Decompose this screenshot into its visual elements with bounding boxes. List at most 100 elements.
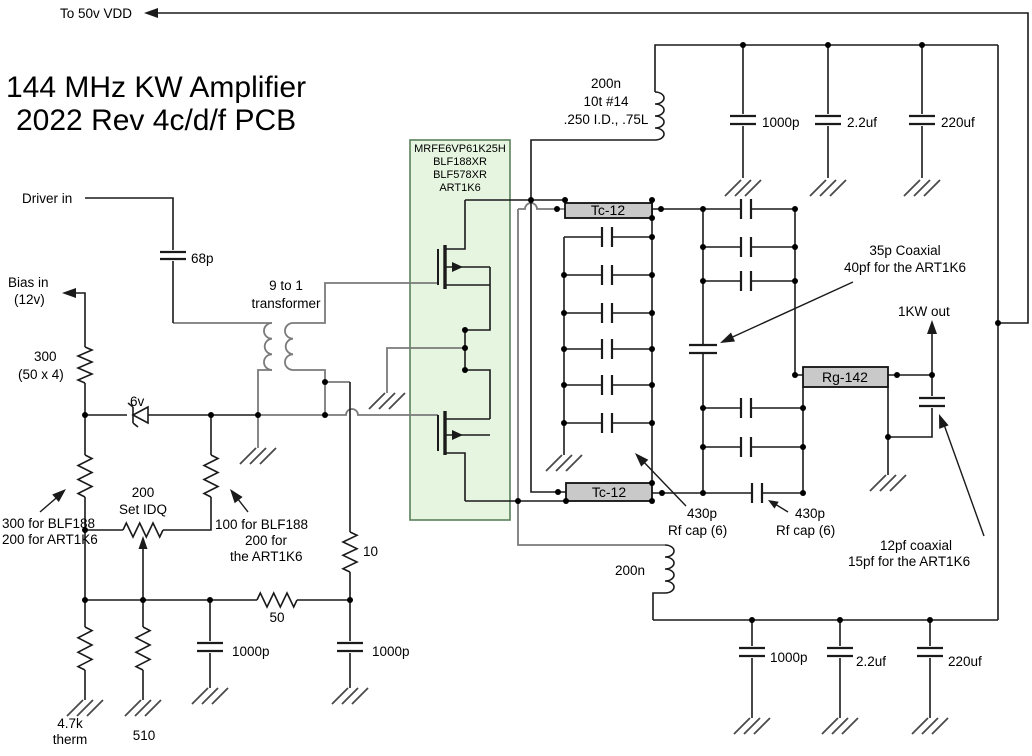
junction-dots bbox=[82, 42, 1001, 623]
lower-gate-line bbox=[258, 408, 438, 416]
cap-bot-220uf-label: 220uf bbox=[948, 654, 982, 669]
c430a-arrow-line bbox=[638, 456, 687, 507]
tc12-bottom-label: Tc-12 bbox=[592, 484, 626, 500]
input-gray-wires bbox=[173, 282, 465, 448]
resistor-4k7-therm bbox=[76, 626, 94, 671]
bias-in-label-2: (12v) bbox=[14, 292, 45, 307]
vdd-arrow-icon bbox=[144, 8, 158, 18]
cap1000-right-label: 1000p bbox=[372, 644, 410, 659]
ground-icon bbox=[724, 179, 762, 197]
ground-icon bbox=[368, 392, 406, 410]
r50-label: 50 bbox=[269, 610, 284, 625]
cap-top-22uf-label: 2.2uf bbox=[847, 115, 877, 130]
upper-gate-lead bbox=[293, 282, 438, 324]
cap-1000p-left bbox=[197, 641, 223, 653]
r300-label-1: 300 bbox=[34, 349, 57, 364]
bias-arrow-icon bbox=[62, 288, 76, 298]
ground-icon bbox=[191, 687, 229, 705]
therm-label-2: therm bbox=[53, 732, 88, 747]
transformer-secondary-winding bbox=[284, 322, 294, 371]
note-right-2: 200 for bbox=[245, 533, 288, 548]
bank2-top-rows bbox=[703, 199, 795, 291]
ground-icon bbox=[911, 717, 949, 735]
cap-35p-coax bbox=[689, 343, 717, 355]
coax35-label-1: 35p Coaxial bbox=[869, 243, 940, 258]
cap1000-left-label: 1000p bbox=[232, 644, 270, 659]
secondary-bottom-lead bbox=[293, 369, 326, 415]
c430b-arrow-line bbox=[774, 503, 789, 513]
page-title: 144 MHz KW Amplifier bbox=[6, 71, 306, 104]
coax35-arrow-icon bbox=[720, 332, 735, 343]
device-label-4: ART1K6 bbox=[439, 182, 480, 194]
upper-fet-arrow bbox=[452, 262, 463, 272]
rg142-box bbox=[802, 366, 889, 388]
bank2-right-rail-top bbox=[794, 209, 803, 376]
top-choke-inductor bbox=[654, 91, 665, 141]
lower-fet-arrow bbox=[452, 430, 463, 440]
c430b-label-2: Rf cap (6) bbox=[776, 523, 835, 538]
bottom-choke-inductor bbox=[664, 544, 675, 594]
bottom-ind-label: 200n bbox=[615, 563, 645, 578]
c430b-arrow-icon bbox=[768, 500, 779, 509]
cap-1000p-right bbox=[337, 641, 363, 653]
c430b-label-1: 430p bbox=[795, 506, 825, 521]
driver-line bbox=[85, 197, 174, 323]
device-label-3: BLF578XR bbox=[433, 169, 487, 181]
cap-bot-1000p-label: 1000p bbox=[770, 650, 808, 665]
lower-drain-feed-line bbox=[517, 209, 665, 546]
bank1-cap-rows bbox=[564, 227, 652, 433]
bottom-choke-lead bbox=[652, 592, 665, 620]
output-line bbox=[888, 330, 933, 376]
note-right-arrow-icon bbox=[230, 489, 243, 504]
top-choke-lead bbox=[530, 139, 655, 200]
resistor-300-50x4 bbox=[75, 346, 95, 384]
coax12-arrow-icon bbox=[939, 414, 949, 429]
coax35-label-2: 40pf for the ART1K6 bbox=[844, 260, 966, 275]
c430a-label-1: 430p bbox=[687, 506, 717, 521]
note-right-3: the ART1K6 bbox=[230, 549, 303, 564]
c430a-label-2: Rf cap (6) bbox=[668, 523, 727, 538]
note-left-2: 200 for ART1K6 bbox=[2, 532, 98, 547]
pot-wiper-arrow bbox=[138, 536, 148, 549]
bank2-bottom-rows bbox=[652, 398, 803, 503]
ground-icon bbox=[733, 717, 771, 735]
coax12-arrow-line bbox=[941, 418, 985, 537]
zener-diode bbox=[131, 405, 149, 425]
ground-icon bbox=[545, 454, 583, 472]
xfmr-label-1: 9 to 1 bbox=[269, 278, 303, 293]
note-right-1: 100 for BLF188 bbox=[215, 517, 308, 532]
pot-label-1: 200 bbox=[132, 485, 155, 500]
fet-symbols bbox=[437, 200, 491, 501]
vdd-label: To 50v VDD bbox=[60, 6, 132, 21]
top-ind-label-1: 200n bbox=[591, 76, 621, 91]
ground-icon bbox=[66, 699, 104, 717]
cap-top-220uf bbox=[909, 114, 935, 126]
cap-top-22uf bbox=[815, 114, 841, 126]
cross-feed-line bbox=[530, 200, 566, 493]
tc12-top-label: Tc-12 bbox=[591, 202, 625, 218]
xfmr-label-2: transformer bbox=[251, 296, 321, 311]
output-arrow bbox=[927, 320, 937, 334]
c430a-arrow-icon bbox=[635, 453, 649, 467]
cap-bot-220uf bbox=[917, 646, 943, 658]
ground-icon bbox=[124, 699, 162, 717]
pot-set-idq bbox=[122, 521, 164, 539]
output-label: 1KW out bbox=[898, 304, 950, 319]
device-label-1: MRFE6VP61K25H bbox=[414, 143, 506, 155]
driver-in-label: Driver in bbox=[22, 191, 72, 206]
bias-chain bbox=[76, 292, 86, 700]
upper-fet-leads bbox=[445, 200, 491, 331]
resistor-100-blf188 bbox=[202, 454, 220, 498]
ground-icon bbox=[809, 179, 847, 197]
ground-icon bbox=[821, 717, 859, 735]
ground-icon bbox=[903, 179, 941, 197]
cap-68p bbox=[160, 250, 186, 261]
cap-top-1000p bbox=[730, 114, 756, 126]
top-rail bbox=[654, 44, 998, 92]
cap-bot-1000p bbox=[739, 646, 765, 658]
tc12-top-box bbox=[564, 202, 653, 219]
pot-label-2: Set IDQ bbox=[119, 502, 167, 517]
r510-label: 510 bbox=[133, 728, 156, 743]
